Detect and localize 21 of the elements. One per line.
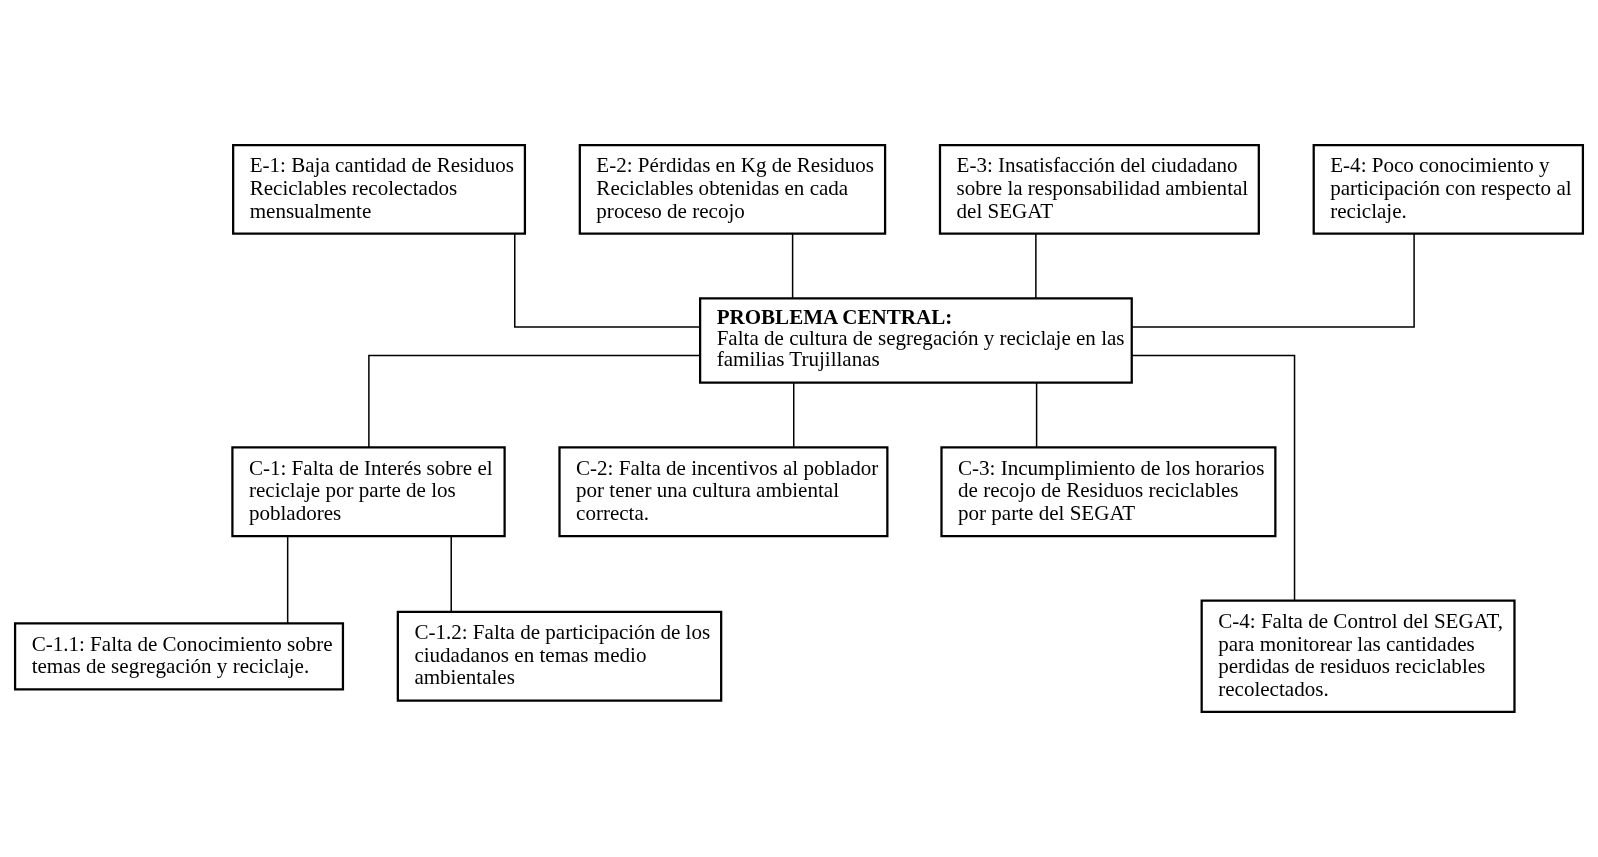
connector	[1035, 382, 1038, 448]
node-box: C-3: Incumplimiento de los horarios de recojo de Residuos reciclables por parte del SEGAT	[940, 446, 1277, 538]
node-box: E-1: Baja cantidad de Residuos Reciclables recolectados mensualmente	[232, 143, 527, 235]
connector	[286, 535, 289, 624]
node-box: PROBLEMA CENTRAL: Falta de cultura de segregación y reciclaje en las familias Trujillanas	[699, 297, 1133, 384]
connector	[1035, 233, 1037, 300]
node-box: C-1.2: Falta de participación de los ciudadanos en temas medio ambientales	[396, 610, 723, 702]
node-box: C-4: Falta de Control del SEGAT, para monitorear las cantidades perdidas de residuos reciclables recolectados.	[1200, 599, 1516, 714]
node-box: E-2: Pérdidas en Kg de Residuos Reciclables obtenidas en cada proceso de recojo	[578, 143, 887, 235]
node-box: E-3: Insatisfacción del ciudadano sobre la responsabilidad ambiental del SEGAT	[938, 143, 1260, 235]
connector	[450, 535, 452, 613]
connector	[1131, 233, 1415, 328]
node-box: C-1.1: Falta de Conocimiento sobre temas de segregación y reciclaje.	[13, 622, 345, 691]
node-box: C-2: Falta de incentivos al poblador por tener una cultura ambiental correcta.	[558, 446, 889, 538]
node-box: E-4: Poco conocimiento y participación con respecto al reciclaje.	[1312, 143, 1585, 235]
node-box: C-1: Falta de Interés sobre el reciclaje por parte de los pobladores	[231, 446, 506, 538]
connector	[793, 382, 795, 448]
connector	[791, 233, 794, 300]
connector	[1131, 354, 1296, 602]
connector	[514, 233, 701, 328]
connector	[368, 354, 701, 448]
